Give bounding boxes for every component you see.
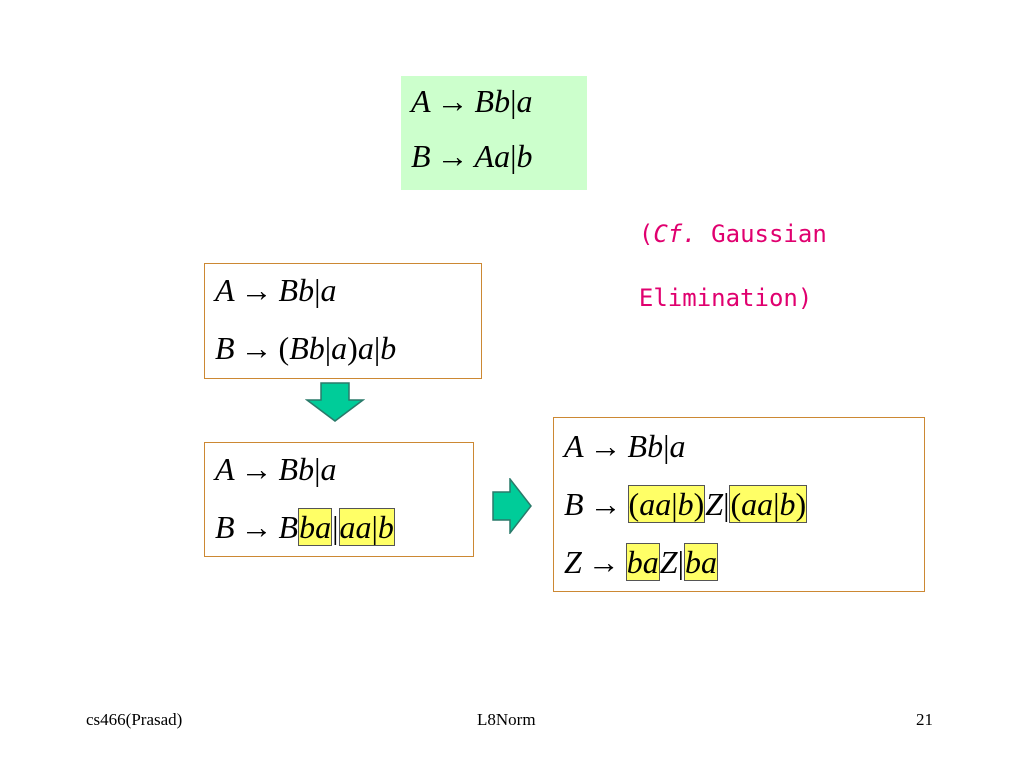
gaussian-note: (Cf. Gaussian Elimination) [610, 220, 827, 312]
production-Z: Z→baZ|ba [564, 543, 718, 581]
production-B: B→Aa|b [411, 138, 533, 174]
highlight-aa-b: aa|b [338, 508, 395, 546]
down-arrow-icon [305, 382, 365, 422]
highlight-ba: ba [298, 508, 333, 546]
page-number: 21 [916, 710, 933, 729]
grammar-box-substituted: A→Bb|a B→(Bb|a)a|b [204, 263, 482, 379]
right-arrow-icon [492, 478, 532, 534]
production-B: B→(Bb|a)a|b [215, 330, 397, 366]
highlight-aa-b-2: (aa|b) [729, 485, 808, 523]
grammar-box-original: A→Bb|a B→Aa|b [401, 76, 587, 190]
production-A: A→Bb|a [411, 83, 533, 119]
production-B: B→Bba|aa|b [215, 508, 395, 546]
highlight-ba-1: ba [625, 543, 660, 581]
production-A: A→Bb|a [215, 451, 337, 487]
footer-left: cs466(Prasad) [86, 710, 183, 729]
grammar-box-final: A→Bb|a B→(aa|b)Z|(aa|b) Z→baZ|ba [553, 417, 925, 592]
footer-center: L8Norm [477, 710, 536, 729]
highlight-aa-b-1: (aa|b) [627, 485, 706, 523]
production-A: A→Bb|a [564, 428, 686, 464]
production-B: B→(aa|b)Z|(aa|b) [564, 485, 808, 523]
grammar-box-expanded: A→Bb|a B→Bba|aa|b [204, 442, 474, 557]
highlight-ba-2: ba [684, 543, 718, 581]
production-A: A→Bb|a [215, 272, 337, 308]
